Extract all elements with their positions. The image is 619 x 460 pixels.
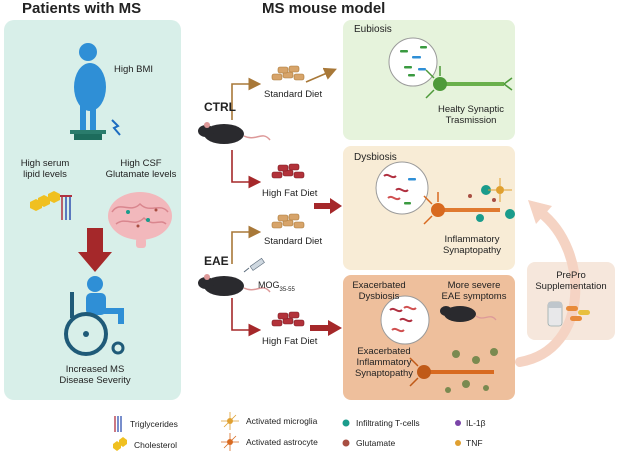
increased-ms-severity-label: Increased MS Disease Severity	[59, 364, 131, 386]
ctrl-standard-arrow	[231, 77, 262, 120]
left-title: Patients with MS	[22, 0, 142, 17]
eubiosis-title: Eubiosis	[354, 24, 392, 35]
wheelchair-person-icon	[64, 276, 125, 356]
legend-infiltrating-tcells: Infiltrating T-cells	[356, 418, 420, 428]
ctrl-mouse-icon	[198, 122, 271, 144]
brain-icon	[108, 192, 172, 248]
legend-triglycerides: Triglycerides	[130, 419, 178, 429]
dysbiosis-title: Dysbiosis	[354, 152, 397, 163]
hfd-to-exacerbated-arrow	[310, 320, 342, 336]
standard-to-eubiosis-arrow	[305, 67, 337, 83]
prepro-curve-arrow	[515, 207, 581, 367]
eae-hfd-arrow	[231, 298, 262, 337]
hfd-to-dysbiosis-arrow	[314, 198, 342, 214]
healthy-synaptic-label: Healty Synaptic Trasmission	[437, 104, 504, 126]
legend-astrocyte-icon	[221, 433, 239, 451]
ctrl-hfd-arrow	[231, 150, 262, 189]
standard-chow-icon-2	[271, 213, 305, 229]
ctrl-label: CTRL	[204, 100, 236, 114]
legend-tnf: TNF	[466, 438, 483, 448]
legend-il1b-dot	[455, 420, 461, 426]
eae-label: EAE	[204, 254, 229, 268]
left-panel	[4, 20, 181, 400]
legend-microglia-icon	[221, 412, 239, 430]
eae-standard-arrow	[231, 225, 262, 264]
legend-tcell-dot	[342, 419, 350, 427]
legend-glutamate-dot	[342, 439, 350, 447]
healthy-neuron-icon	[425, 66, 513, 99]
high-bmi-label: High BMI	[114, 64, 154, 75]
legend-triglyceride-icon	[114, 416, 122, 432]
legend-activated-astrocyte: Activated astrocyte	[246, 437, 318, 447]
standard-diet-label-2: Standard Diet	[264, 236, 323, 247]
right-title: MS mouse model	[262, 0, 386, 17]
exacerbated-microbiota-icon	[380, 295, 430, 345]
mog-subscript: 35-55	[279, 286, 295, 293]
eae-severe-mouse-icon	[440, 306, 497, 322]
eubiosis-microbiota-icon	[388, 37, 438, 87]
mog-label: MOG35-55	[258, 280, 295, 293]
more-severe-eae-label: More severe EAE symptoms	[441, 280, 507, 302]
inflammatory-synaptopathy-label: Inflammatory Synaptopathy	[442, 234, 502, 256]
prepro-pills-icon	[547, 301, 590, 327]
exacerbated-inflammatory-label: Exacerbated Inflammatory Synaptopathy	[354, 346, 414, 379]
inflamed-microglia-icon	[488, 178, 512, 202]
prepro-label: PrePro Supplementation	[535, 270, 607, 292]
high-fat-diet-label-2: High Fat Diet	[262, 336, 318, 347]
obese-person-icon	[70, 43, 106, 140]
triglyceride-molecule-icon	[60, 195, 72, 220]
inflamed-neuron-icon	[423, 185, 515, 225]
hfd-pellets-icon-1	[271, 163, 305, 179]
legend-il1b: IL-1β	[466, 418, 486, 428]
eae-mouse-icon	[198, 274, 271, 296]
exacerbated-neuron-icon	[409, 348, 498, 393]
standard-diet-label-1: Standard Diet	[264, 89, 323, 100]
high-serum-lipid-label: High serum lipid levels	[20, 158, 70, 180]
legend-cholesterol-icon	[113, 437, 127, 451]
standard-chow-icon-1	[271, 65, 305, 81]
legend-glutamate: Glutamate	[356, 438, 396, 448]
hfd-pellets-icon-2	[271, 311, 305, 327]
legend-cholesterol: Cholesterol	[134, 440, 177, 450]
high-csf-glutamate-label: High CSF Glutamate levels	[105, 158, 177, 180]
legend-tnf-dot	[455, 440, 461, 446]
cholesterol-molecules-icon	[30, 191, 60, 211]
lightning-icon	[111, 119, 121, 136]
severity-down-arrow	[78, 228, 112, 272]
high-fat-diet-label-1: High Fat Diet	[262, 188, 318, 199]
syringe-icon	[243, 257, 265, 273]
exacerbated-dysbiosis-label: Exacerbated Dysbiosis	[352, 280, 406, 302]
legend-activated-microglia: Activated microglia	[246, 416, 318, 426]
dysbiosis-microbiota-icon	[375, 161, 429, 215]
